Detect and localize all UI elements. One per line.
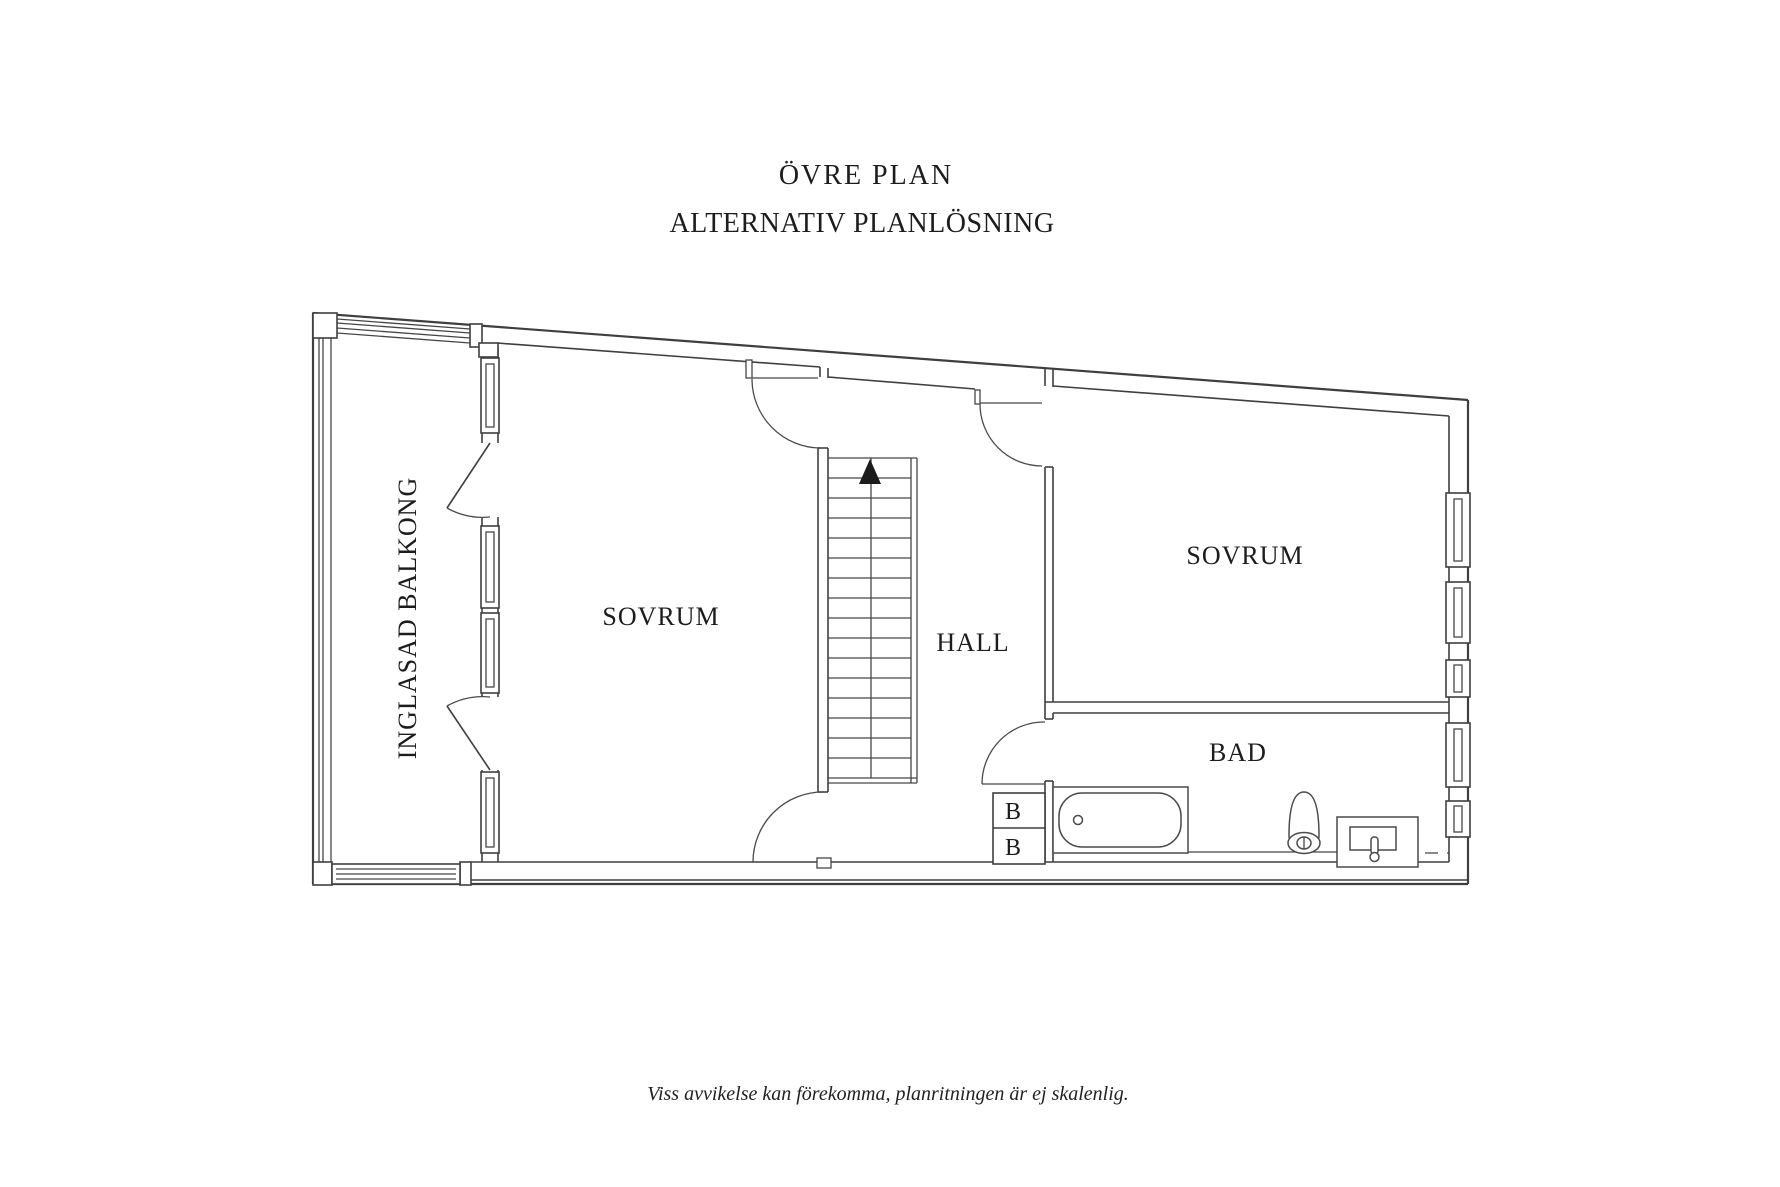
balcony-top-glass-1 [336,318,471,330]
closets: B B [992,792,1046,865]
balcony-glazing [312,312,483,886]
room-label-bedroom-left: SOVRUM [602,602,719,631]
title-line-2: ALTERNATIV PLANLÖSNING [669,208,1054,239]
right-wall-windows [1445,492,1471,838]
staircase [752,447,918,869]
vanity-sink [1336,816,1419,868]
right-window-5 [1445,800,1471,838]
bathtub [1052,786,1189,854]
balcony-door-1-swing [446,507,491,518]
balcony-post-bottomright [459,861,472,886]
faucet-knob-icon [1369,851,1380,863]
balcony-door-1-gap [479,443,500,517]
balcony-window-2 [480,525,500,609]
bedroom-left-bottom-door [752,791,832,869]
balcony-door-2 [446,695,491,771]
top-outer-wall [312,311,1469,402]
bedroom-left-door-jamb [745,359,753,379]
balcony-top-glass-3 [336,327,471,339]
bedroom-right-door-swing [979,403,1043,467]
balcony-post-topright [469,323,483,348]
room-labels: INGLASAD BALKONG SOVRUM HALL SOVRUM BAD [393,477,1303,767]
room-label-hall: HALL [936,628,1009,657]
disclaimer-text: Viss avvikelse kan förekomma, planritnin… [647,1083,1129,1105]
partition-top-block [478,342,499,358]
bedroom-left-top-door [745,359,821,449]
balcony-top-glass-2 [336,322,471,334]
bedroom-left-door-swing [751,378,821,449]
bottom-door-hinge-block [816,857,832,869]
upper-doors [745,359,1043,467]
balcony-door-1-leaf [446,442,491,509]
stair-up-arrow-icon [859,459,881,484]
top-inner-wall-left [496,342,821,368]
balcony-door-2-swing [446,695,491,707]
title-line-1: ÖVRE PLAN [779,160,953,191]
room-label-balcony: INGLASAD BALKONG [393,477,422,760]
bath-fixtures: B B [992,786,1449,868]
right-window-3 [1445,659,1471,698]
balcony-partition-wall [446,342,500,862]
room-label-bedroom-right: SOVRUM [1186,541,1303,570]
balcony-post-bottomleft [312,861,333,886]
bathtub-drain [1072,814,1084,826]
faucet-icon [1370,836,1379,855]
right-window-2 [1445,581,1471,644]
balcony-window-3 [480,612,500,694]
right-window-4 [1445,722,1471,788]
closet-label-bottom: B [1005,835,1021,861]
balcony-top-glass-4 [336,332,471,344]
interior-walls-right [981,466,1449,862]
balcony-door-1 [446,442,491,518]
bedroom-right-door [974,389,1043,467]
stair-treads [828,477,911,759]
balcony-window-4 [480,771,500,854]
balcony-window-1 [480,357,500,434]
balcony-post-topleft [312,312,338,339]
balcony-door-2-leaf [446,705,491,771]
plan-title: ÖVRE PLAN ALTERNATIV PLANLÖSNING [669,160,1054,239]
top-inner-wall-mid [827,376,976,390]
bath-door [981,721,1046,785]
balcony-door-2-gap [479,697,500,770]
top-inner-wall-right [1052,385,1450,417]
closet-label-top: B [1005,799,1021,825]
room-label-bath: BAD [1209,738,1267,767]
outer-walls [311,311,1470,886]
bedroom-right-door-jamb [974,389,981,405]
bath-door-swing [981,721,1046,785]
right-window-1 [1445,492,1471,568]
bottom-door-swing [752,791,824,863]
toilet [1287,791,1321,855]
